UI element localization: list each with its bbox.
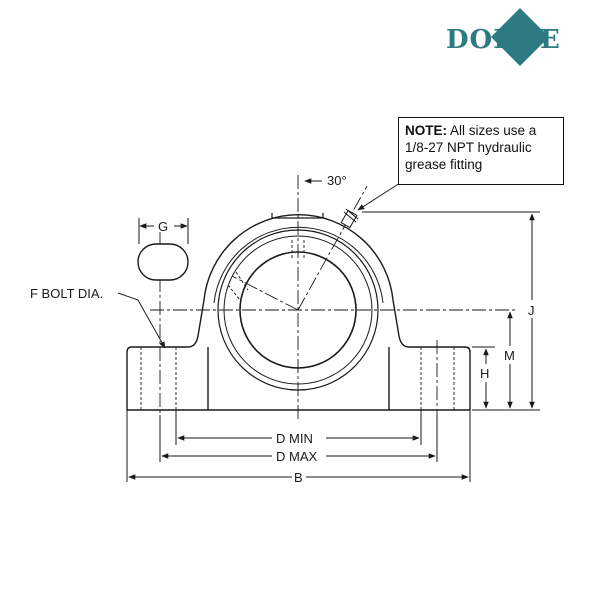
hidden-features bbox=[140, 240, 455, 410]
label-f-bolt-dia: F BOLT DIA. bbox=[30, 286, 103, 301]
grease-boss bbox=[271, 213, 324, 219]
logo-diamond bbox=[491, 8, 549, 66]
label-m: M bbox=[504, 348, 515, 363]
logo-text: DODGE bbox=[446, 25, 561, 55]
dim-j bbox=[362, 211, 540, 411]
label-angle: 30° bbox=[327, 173, 347, 188]
note-leader bbox=[357, 182, 401, 211]
left-foot bbox=[126, 299, 205, 410]
note-heading: NOTE: bbox=[405, 123, 447, 138]
dim-d-max bbox=[159, 415, 438, 462]
note-body: All sizes use a 1/8-27 NPT hydraulic gre… bbox=[405, 123, 537, 172]
housing-base bbox=[126, 299, 471, 411]
label-g: G bbox=[158, 219, 168, 234]
hidden-oblique-2 bbox=[227, 284, 241, 301]
fitting-thread-1 bbox=[343, 211, 357, 223]
dim-h bbox=[472, 346, 495, 409]
fitting-body bbox=[340, 209, 358, 229]
bolt-slot bbox=[137, 243, 189, 281]
fitting-angle-line bbox=[297, 185, 368, 311]
f-leader bbox=[117, 292, 166, 349]
right-foot bbox=[392, 299, 471, 410]
label-d-max: D MAX bbox=[276, 449, 318, 464]
dim-g bbox=[138, 218, 189, 244]
grease-fitting bbox=[340, 208, 359, 229]
dome-outer bbox=[203, 214, 394, 301]
label-b: B bbox=[294, 470, 303, 485]
dim-d-min bbox=[175, 410, 422, 445]
fitting-thread-2 bbox=[345, 208, 359, 220]
label-j: J bbox=[528, 303, 535, 318]
dome-inner bbox=[213, 226, 384, 304]
hidden-oblique-1 bbox=[235, 271, 249, 291]
housing-dome bbox=[203, 213, 394, 304]
label-h: H bbox=[480, 366, 489, 381]
oblique-line bbox=[231, 275, 299, 311]
dodge-logo: DODGE bbox=[446, 8, 561, 66]
note-box: NOTE: All sizes use a 1/8-27 NPT hydraul… bbox=[398, 117, 564, 185]
dim-b bbox=[126, 410, 471, 482]
label-d-min: D MIN bbox=[276, 431, 313, 446]
